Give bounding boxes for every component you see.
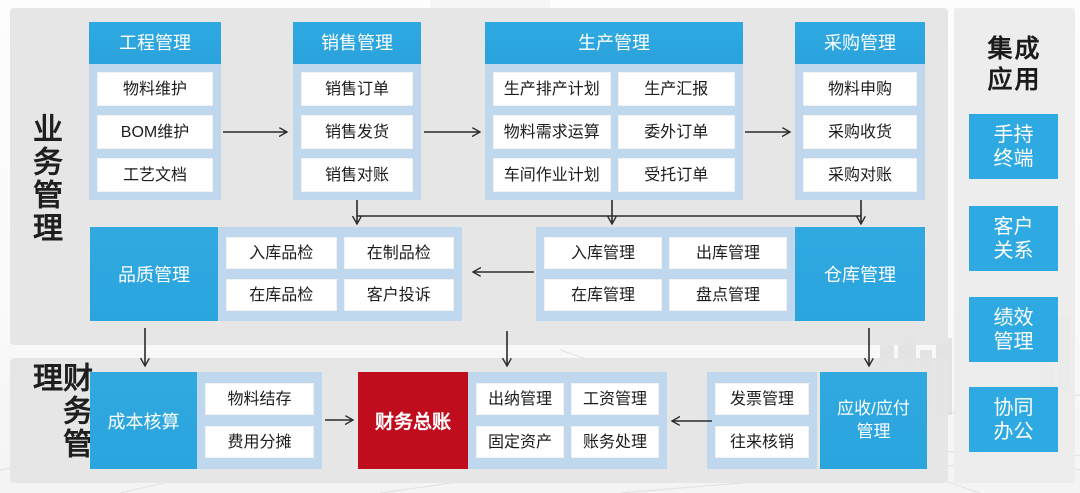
module-item: 采购收货 <box>803 115 917 149</box>
module-item: 账务处理 <box>571 426 659 458</box>
integrated-apps-title: 集成 应用 <box>987 35 1042 95</box>
quality-items-container: 入库品检 在制品检 在库品检 客户投诉 <box>218 227 462 321</box>
module-item: 物料结存 <box>205 383 314 415</box>
quality-management-box: 品质管理 <box>90 227 218 321</box>
module-item: 销售发货 <box>301 115 413 149</box>
general-ledger-box: 财务总账 <box>358 372 468 469</box>
module-item: 在库管理 <box>544 279 662 311</box>
module-item: 固定资产 <box>476 426 564 458</box>
module-item: 盘点管理 <box>669 279 787 311</box>
module-item: 销售对账 <box>301 158 413 192</box>
module-item: 采购对账 <box>803 158 917 192</box>
module-item: 车间作业计划 <box>493 158 611 192</box>
module-item: 受托订单 <box>617 158 735 192</box>
label-finance-management: 财务管理 <box>28 362 91 461</box>
app-collaborative-office: 协同 办公 <box>969 387 1058 452</box>
group-engineering: 工程管理 物料维护 BOM维护 工艺文档 <box>89 22 221 200</box>
module-item: BOM维护 <box>97 115 213 149</box>
module-item: 往来核销 <box>715 426 809 458</box>
module-item: 生产汇报 <box>617 72 735 106</box>
module-item: 出纳管理 <box>476 383 564 415</box>
module-item: 生产排产计划 <box>493 72 611 106</box>
module-item: 在库品检 <box>226 279 337 311</box>
group-production-header: 生产管理 <box>485 22 743 64</box>
group-engineering-header: 工程管理 <box>89 22 221 64</box>
module-item: 客户投诉 <box>343 279 454 311</box>
group-sales-header: 销售管理 <box>293 22 421 64</box>
module-item: 委外订单 <box>617 115 735 149</box>
module-item: 发票管理 <box>715 383 809 415</box>
module-item: 入库品检 <box>226 237 337 269</box>
module-item: 销售订单 <box>301 72 413 106</box>
module-item: 物料需求运算 <box>493 115 611 149</box>
group-procurement-header: 采购管理 <box>795 22 925 64</box>
module-item: 入库管理 <box>544 237 662 269</box>
warehouse-management-box: 仓库管理 <box>795 227 925 321</box>
ledger-items-container: 出纳管理 工资管理 固定资产 账务处理 <box>468 372 667 469</box>
app-customer-relations: 客户 关系 <box>969 206 1058 271</box>
module-item: 工艺文档 <box>97 158 213 192</box>
cost-items-container: 物料结存 费用分摊 <box>197 372 322 469</box>
module-item: 在制品检 <box>343 237 454 269</box>
group-production: 生产管理 生产排产计划 生产汇报 物料需求运算 委外订单 车间作业计划 受托订单 <box>485 22 743 200</box>
app-performance-management: 绩效 管理 <box>969 297 1058 362</box>
module-item: 费用分摊 <box>205 426 314 458</box>
group-sales: 销售管理 销售订单 销售发货 销售对账 <box>293 22 421 200</box>
group-procurement: 采购管理 物料申购 采购收货 采购对账 <box>795 22 925 200</box>
module-item: 出库管理 <box>669 237 787 269</box>
label-business-management: 业务管理 <box>28 113 61 245</box>
module-item: 工资管理 <box>571 383 659 415</box>
warehouse-items-container: 入库管理 出库管理 在库管理 盘点管理 <box>536 227 795 321</box>
module-item: 物料维护 <box>97 72 213 106</box>
module-item: 物料申购 <box>803 72 917 106</box>
ar-ap-management-box: 应收/应付 管理 <box>820 372 927 469</box>
app-handheld-terminal: 手持 终端 <box>969 114 1058 179</box>
invoice-items-container: 发票管理 往来核销 <box>707 372 817 469</box>
cost-accounting-box: 成本核算 <box>90 372 197 469</box>
